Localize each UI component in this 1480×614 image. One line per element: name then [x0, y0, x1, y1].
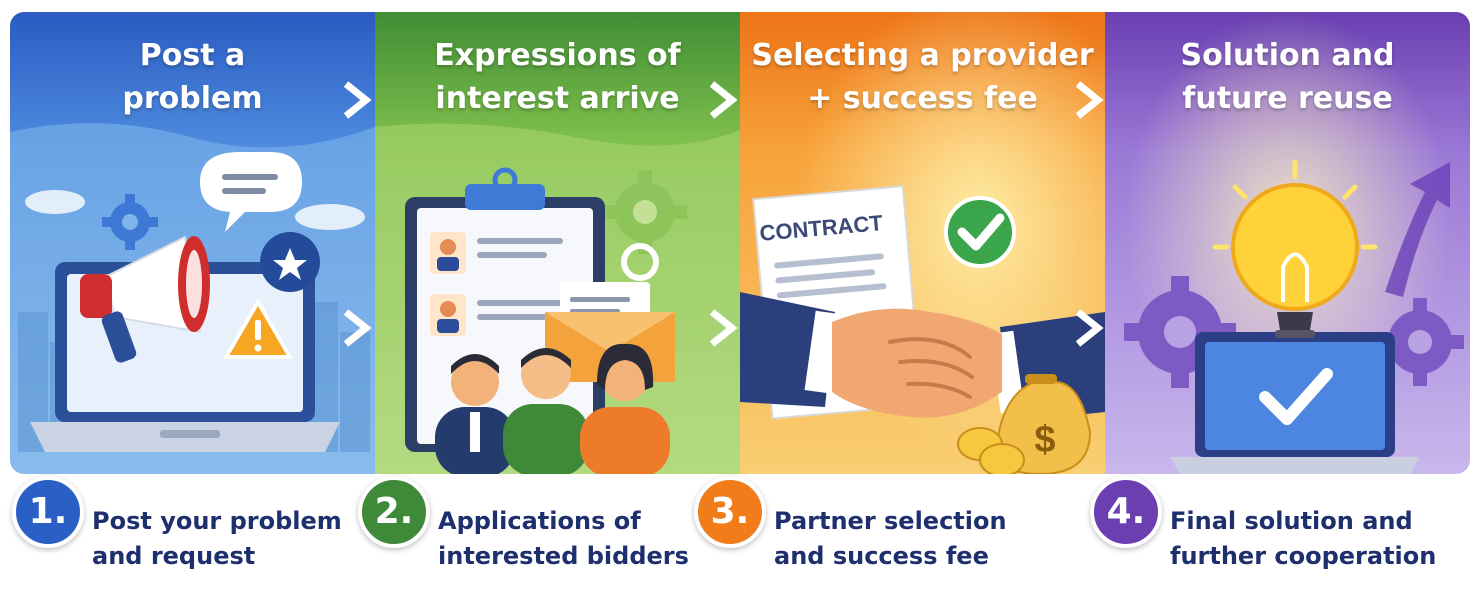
step-label: Applications of interested bidders: [438, 504, 728, 574]
step-label-line: and success fee: [774, 542, 989, 570]
panel-title-line: Expressions of: [434, 38, 681, 73]
chevron-right-icon: [343, 309, 372, 347]
megaphone-laptop-icon: [10, 12, 375, 474]
panel-title-line: Selecting a provider: [751, 38, 1094, 73]
panel-expressions-of-interest: Expressions of interest arrive: [375, 12, 740, 474]
step-label: Partner selection and success fee: [774, 504, 1064, 574]
panel-title-line: + success fee: [807, 81, 1038, 116]
panel-title-line: interest arrive: [435, 81, 680, 116]
step-label-line: and request: [92, 542, 256, 570]
step-3: 3. Partner selection and success fee: [694, 476, 1054, 596]
step-label-line: Partner selection: [774, 507, 1007, 535]
lightbulb-laptop-icon: [1105, 12, 1470, 474]
step-label-line: Post your problem: [92, 507, 342, 535]
panel-title-line: Post a: [139, 38, 246, 73]
step-number-badge: 3.: [694, 476, 766, 548]
chevron-right-icon: [709, 81, 738, 119]
panel-title-line: Solution and: [1180, 38, 1395, 73]
step-label: Final solution and further cooperation: [1170, 504, 1460, 574]
panel-title: Expressions of interest arrive: [375, 34, 740, 120]
process-banner: Post a problem: [10, 12, 1470, 474]
chevron-right-icon: [343, 81, 372, 119]
panel-title: Post a problem: [10, 34, 375, 120]
panel-post-problem: Post a problem: [10, 12, 375, 474]
step-label-line: Applications of: [438, 507, 641, 535]
step-number-badge: 2.: [358, 476, 430, 548]
step-label-line: Final solution and: [1170, 507, 1413, 535]
step-2: 2. Applications of interested bidders: [358, 476, 718, 596]
chevron-right-icon: [1075, 81, 1104, 119]
step-1: 1. Post your problem and request: [12, 476, 372, 596]
step-label: Post your problem and request: [92, 504, 382, 574]
panel-selecting-provider: CONTRACT $ Selecting a provider + succes…: [740, 12, 1105, 474]
step-number-badge: 4.: [1090, 476, 1162, 548]
panel-title-line: future reuse: [1182, 81, 1393, 116]
panel-title: Solution and future reuse: [1105, 34, 1470, 120]
panel-solution-reuse: Solution and future reuse: [1105, 12, 1470, 474]
step-label-line: interested bidders: [438, 542, 689, 570]
chevron-right-icon: [1075, 309, 1104, 347]
money-symbol: $: [1034, 419, 1055, 461]
panel-title-line: problem: [122, 81, 263, 116]
chevron-right-icon: [709, 309, 738, 347]
step-label-line: further cooperation: [1170, 542, 1437, 570]
clipboard-applicants-icon: [375, 12, 740, 474]
contract-handshake-icon: CONTRACT $: [740, 12, 1105, 474]
step-number-badge: 1.: [12, 476, 84, 548]
step-4: 4. Final solution and further cooperatio…: [1090, 476, 1450, 596]
panel-title: Selecting a provider + success fee: [740, 34, 1105, 120]
